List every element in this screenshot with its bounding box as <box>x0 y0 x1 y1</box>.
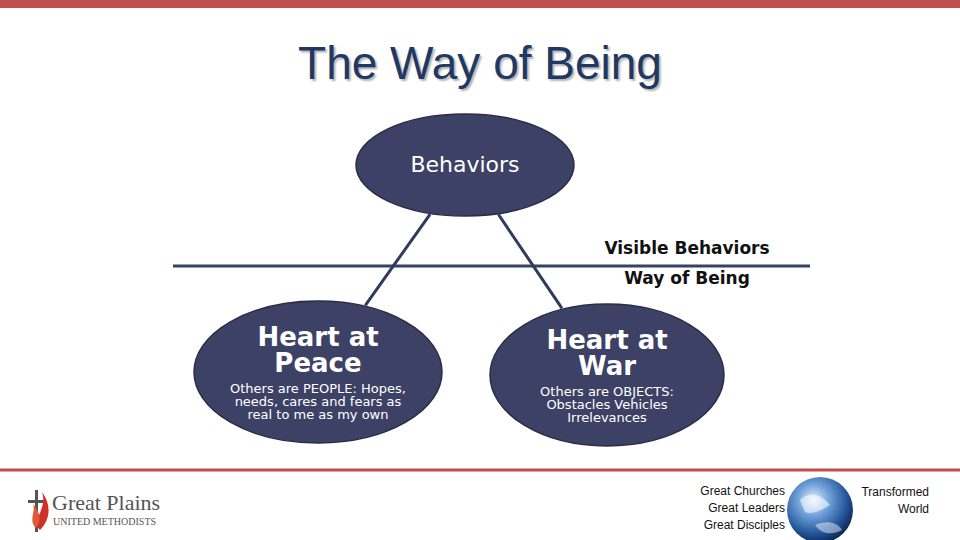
footer-line <box>0 469 960 472</box>
tagline: Great Leaders <box>640 501 785 515</box>
heart-at-peace-ellipse: Heart at PeaceOthers are PEOPLE: Hopes, … <box>193 300 443 444</box>
top-bar <box>0 0 960 8</box>
globe-cloud <box>800 495 830 513</box>
node-body: Others are OBJECTS: Obstacles Vehicles I… <box>532 385 682 424</box>
tagline: Transformed World <box>843 484 929 518</box>
globe-cloud <box>815 522 842 533</box>
ellipse-shape <box>194 301 442 443</box>
logo-subtext: UNITED METHODISTS <box>53 516 253 528</box>
tagline: Great Churches <box>640 484 785 498</box>
ellipse-shape <box>356 114 574 216</box>
connector-line <box>365 214 430 305</box>
node-heading: Behaviors <box>365 152 565 178</box>
node-heading: Heart at War <box>527 327 687 379</box>
divider-label: Visible Behaviors <box>560 238 814 258</box>
behaviors-ellipse: Behaviors <box>355 113 575 217</box>
tagline: Great Disciples <box>640 518 785 532</box>
node-heading: Heart at Peace <box>238 324 398 376</box>
globe-image <box>787 477 853 540</box>
ellipse-shape <box>490 304 724 446</box>
divider-label: Way of Being <box>560 268 814 288</box>
logo-text: Great Plains <box>52 490 252 516</box>
slide-title: The Way of Being <box>0 36 960 90</box>
cross-flame-logo <box>28 490 49 532</box>
heart-at-war-ellipse: Heart at WarOthers are OBJECTS: Obstacle… <box>489 303 725 447</box>
connector-line <box>498 215 562 309</box>
divider-line <box>173 265 810 268</box>
node-body: Others are PEOPLE: Hopes, needs, cares a… <box>229 382 407 421</box>
